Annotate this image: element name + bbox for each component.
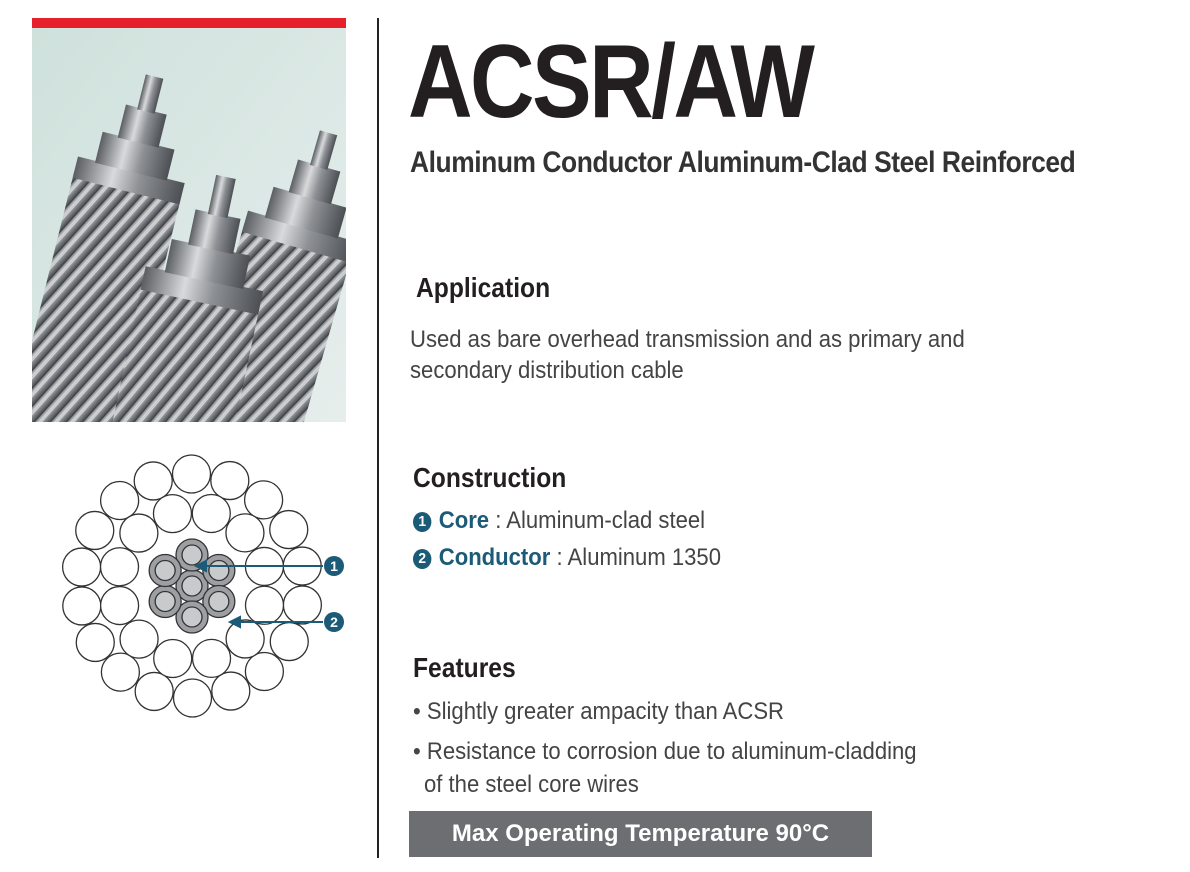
- bullet: •: [413, 698, 421, 725]
- aluminum-wire: [269, 621, 309, 662]
- aluminum-wire: [191, 493, 231, 534]
- features-heading: Features: [413, 652, 516, 683]
- aluminum-wire: [133, 461, 173, 501]
- aluminum-wire: [99, 480, 140, 521]
- number-1-badge: 1: [413, 512, 432, 532]
- aluminum-wire: [210, 460, 250, 501]
- conductor-separator: :: [550, 544, 568, 571]
- callout-2-badge: 2: [324, 612, 344, 632]
- feature-item-corrosion: • Resistance to corrosion due to aluminu…: [413, 738, 917, 766]
- aluminum-wire: [225, 619, 265, 659]
- core-wire-center: [181, 544, 203, 566]
- aluminum-wire: [100, 652, 141, 692]
- product-subtitle: Aluminum Conductor Aluminum-Clad Steel R…: [410, 146, 1076, 179]
- aluminum-wire: [191, 638, 232, 679]
- cable-photo: [32, 28, 346, 422]
- cable-cross-section-diagram: 1 2: [61, 454, 344, 718]
- construction-item-core: 1 Core : Aluminum-clad steel: [413, 507, 705, 535]
- core-wire-center: [154, 590, 176, 613]
- application-heading: Application: [416, 272, 551, 303]
- core-separator: :: [489, 507, 507, 534]
- aluminum-wire: [244, 651, 285, 692]
- aluminum-wire: [269, 509, 309, 550]
- core-value: Aluminum-clad steel: [506, 507, 706, 534]
- aluminum-wire: [99, 585, 140, 626]
- construction-heading: Construction: [413, 462, 567, 493]
- feature-text: Slightly greater ampacity than ACSR: [426, 698, 785, 725]
- core-wire-center: [181, 606, 203, 628]
- application-line-1: Used as bare overhead transmission and a…: [410, 326, 965, 353]
- aluminum-wire: [244, 585, 285, 625]
- feature-text: Resistance to corrosion due to aluminum-…: [426, 738, 917, 765]
- aluminum-wire: [243, 480, 284, 520]
- aluminum-wire: [61, 547, 102, 587]
- conductor-value: Aluminum 1350: [567, 544, 721, 571]
- aluminum-wire: [119, 619, 159, 659]
- aluminum-wire: [172, 678, 213, 718]
- max-temperature-badge: Max Operating Temperature 90°C: [409, 811, 872, 857]
- product-title: ACSR/AW: [408, 24, 815, 140]
- bullet: •: [413, 738, 421, 765]
- callout-1-badge: 1: [324, 556, 344, 576]
- column-divider: [377, 18, 379, 858]
- aluminum-wire: [62, 586, 102, 626]
- aluminum-wire: [211, 671, 251, 711]
- accent-bar: [32, 18, 346, 28]
- aluminum-wire: [225, 513, 265, 553]
- core-wire-center: [208, 590, 230, 613]
- aluminum-wire: [152, 493, 193, 534]
- core-wire-center: [208, 559, 230, 582]
- application-text: Used as bare overhead transmission and a…: [410, 324, 965, 386]
- core-term: Core: [438, 507, 490, 534]
- aluminum-wire: [134, 671, 174, 712]
- core-wire-center: [181, 575, 203, 597]
- conductor-term: Conductor: [438, 544, 551, 571]
- aluminum-wire: [99, 547, 140, 587]
- aluminum-wire: [75, 510, 115, 551]
- application-line-2: secondary distribution cable: [410, 357, 684, 384]
- aluminum-wire: [171, 454, 212, 494]
- aluminum-wire: [282, 585, 323, 625]
- aluminum-wire: [75, 622, 115, 663]
- construction-item-conductor: 2 Conductor : Aluminum 1350: [413, 544, 721, 572]
- feature-item-ampacity: • Slightly greater ampacity than ACSR: [413, 698, 784, 726]
- aluminum-wire: [119, 513, 159, 553]
- aluminum-wire: [153, 638, 193, 679]
- number-2-badge: 2: [413, 549, 432, 569]
- callout-2-number: 2: [330, 614, 338, 630]
- callout-1-number: 1: [330, 558, 338, 574]
- core-wire-center: [154, 559, 176, 582]
- callout-arrows: [193, 559, 323, 629]
- feature-item-corrosion-continued: of the steel core wires: [424, 771, 639, 798]
